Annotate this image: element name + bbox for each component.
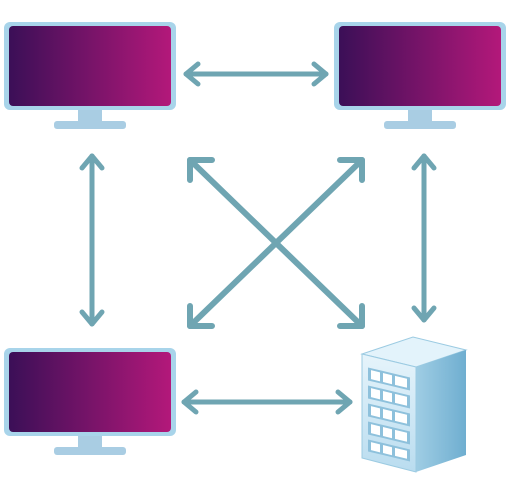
monitor-screen	[339, 26, 501, 106]
monitor-icon	[4, 348, 176, 455]
monitor-base	[54, 121, 126, 129]
double-arrow	[183, 61, 329, 87]
double-arrow	[181, 389, 353, 415]
monitor-screen	[9, 352, 171, 432]
double-arrow	[411, 153, 437, 323]
server-side	[416, 350, 466, 472]
monitor-icon	[4, 22, 176, 129]
double-arrow	[187, 157, 365, 329]
server-icon	[360, 336, 468, 473]
server-drive-bays	[368, 367, 410, 462]
monitor-neck	[78, 110, 102, 122]
monitor-neck	[78, 436, 102, 448]
monitor-screen	[9, 26, 171, 106]
monitor-base	[54, 447, 126, 455]
monitor-base	[384, 121, 456, 129]
double-arrow	[79, 153, 105, 327]
arrows-layer	[79, 61, 437, 415]
monitor-icon	[334, 22, 506, 129]
monitor-neck	[408, 110, 432, 122]
